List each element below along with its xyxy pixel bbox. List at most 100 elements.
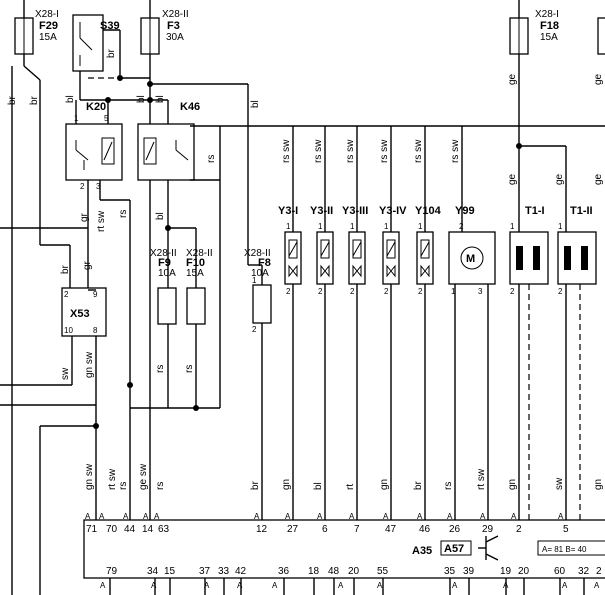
y3iii-pin-2: 2 bbox=[350, 287, 355, 296]
wire-ge-3: ge bbox=[554, 173, 565, 185]
wire-bl-1: bl bbox=[65, 95, 76, 103]
fuse-f8-conn: X28-II bbox=[244, 248, 271, 259]
y3ii-pin-2: 2 bbox=[318, 287, 323, 296]
fuse-f3-conn: X28-II bbox=[162, 9, 189, 20]
wire-gn-1: gn bbox=[281, 479, 292, 490]
wire-rssw-5: rs sw bbox=[413, 139, 424, 163]
pin-bside-a-7: A bbox=[377, 581, 383, 590]
pin-bside-a-11: A bbox=[594, 581, 600, 590]
motor-symbol: M bbox=[466, 253, 475, 265]
x53-pin-8: 8 bbox=[93, 326, 98, 335]
pin-bot-39: 39 bbox=[463, 566, 475, 577]
pin-top-46: 46 bbox=[419, 524, 431, 535]
wire-rssw-2: rs sw bbox=[313, 139, 324, 163]
pin-side-a-1: A bbox=[85, 512, 91, 521]
pin-top-27: 27 bbox=[287, 524, 299, 535]
wire-rs-6: rs bbox=[155, 482, 166, 490]
y104-pin-2: 2 bbox=[418, 287, 423, 296]
pin-top-63: 63 bbox=[158, 524, 170, 535]
wire-rs-3: rs bbox=[155, 365, 166, 373]
transformer-t1-ii bbox=[557, 231, 597, 520]
pin-bot-15: 15 bbox=[164, 566, 176, 577]
pin-side-a-4: A bbox=[143, 512, 149, 521]
pin-side-a-5: A bbox=[154, 512, 160, 521]
wire-br-3: br bbox=[106, 48, 117, 58]
fuse-f18-rating: 15A bbox=[540, 32, 558, 43]
pin-side-a-8: A bbox=[317, 512, 323, 521]
wire-rt-1: rt bbox=[345, 484, 356, 490]
pin-side-a-15: A bbox=[558, 512, 564, 521]
pin-bot-35: 35 bbox=[444, 566, 456, 577]
module-ref-a57: A57 bbox=[444, 543, 464, 555]
pin-bot-37: 37 bbox=[199, 566, 211, 577]
fuse-f29-conn: X28-I bbox=[35, 9, 59, 20]
y3iv-pin-1: 1 bbox=[384, 222, 389, 231]
pin-bside-a-1: A bbox=[100, 581, 106, 590]
k20-pin-3: 3 bbox=[96, 182, 101, 191]
wire-rs-2: rs bbox=[118, 210, 129, 218]
pin-bot-18: 18 bbox=[308, 566, 320, 577]
valve-y104-label: Y104 bbox=[415, 205, 442, 217]
pin-top-5: 5 bbox=[563, 524, 569, 535]
k20-pin-1: 1 bbox=[74, 114, 79, 123]
wire-gn-2: gn bbox=[379, 479, 390, 490]
pin-side-a-11: A bbox=[417, 512, 423, 521]
wire-br-5: br bbox=[250, 480, 261, 490]
valve-y3-iii-label: Y3-III bbox=[342, 205, 368, 217]
module-a35-body bbox=[83, 519, 605, 579]
fuse-f10-conn: X28-II bbox=[186, 248, 213, 259]
pin-bside-a-6: A bbox=[338, 581, 344, 590]
pin-bot-20: 20 bbox=[348, 566, 360, 577]
y104-pin-1: 1 bbox=[418, 222, 423, 231]
pin-bot-2: 2 bbox=[596, 566, 602, 577]
x53-pin-2: 2 bbox=[64, 290, 69, 299]
wire-rssw-4: rs sw bbox=[379, 139, 390, 163]
pin-bot-42: 42 bbox=[235, 566, 247, 577]
fuse-f9-conn: X28-II bbox=[150, 248, 177, 259]
wire-gesw-1: ge sw bbox=[138, 463, 149, 490]
pin-top-2: 2 bbox=[516, 524, 522, 535]
wire-sw-2: sw bbox=[554, 477, 565, 490]
wire-rs-7: rs bbox=[443, 482, 454, 490]
valve-y3-iv bbox=[382, 126, 400, 520]
module-info: A= 81 B= 40 bbox=[542, 545, 587, 554]
y3ii-pin-1: 1 bbox=[318, 222, 323, 231]
wire-sw-1: sw bbox=[60, 367, 71, 380]
wire-ge-5: ge bbox=[593, 173, 604, 185]
fuse-f29-id: F29 bbox=[39, 20, 58, 32]
pin-bot-33: 33 bbox=[218, 566, 230, 577]
pin-side-a-7: A bbox=[285, 512, 291, 521]
fuse-f8-rating: 10A bbox=[251, 268, 269, 279]
wire-rs-4: rs bbox=[184, 365, 195, 373]
module-a35-label: A35 bbox=[412, 545, 432, 557]
wire-bl-3: bl bbox=[155, 95, 166, 103]
fuse-f29-rating: 15A bbox=[39, 32, 57, 43]
wire-gr-1: gr bbox=[79, 212, 90, 222]
pin-bside-a-5: A bbox=[272, 581, 278, 590]
wire-ge-1: ge bbox=[507, 73, 518, 85]
y3i-pin-2: 2 bbox=[286, 287, 291, 296]
pin-bot-34: 34 bbox=[147, 566, 159, 577]
connector-x53-label: X53 bbox=[70, 308, 90, 320]
pin-top-7: 7 bbox=[354, 524, 360, 535]
wire-rtsw-3: rt sw bbox=[476, 468, 487, 490]
valve-y3-ii bbox=[316, 126, 334, 520]
wire-rtsw-1: rt sw bbox=[96, 210, 107, 232]
pin-bside-a-2: A bbox=[151, 581, 157, 590]
fuse-f18-id: F18 bbox=[540, 20, 559, 32]
wire-rtsw-2: rt sw bbox=[107, 468, 118, 490]
relay-k20-label: K20 bbox=[86, 101, 106, 113]
wire-br-2: br bbox=[29, 95, 40, 105]
pin-side-a-2: A bbox=[99, 512, 105, 521]
fuse-f9-id: F9 bbox=[158, 257, 171, 269]
wire-ge-2: ge bbox=[507, 173, 518, 185]
pin-side-a-10: A bbox=[383, 512, 389, 521]
k20-pin-5: 5 bbox=[104, 114, 109, 123]
wire-gn-3: gn bbox=[507, 479, 518, 490]
valve-y104 bbox=[416, 126, 434, 520]
f8-pin-2: 2 bbox=[252, 325, 257, 334]
pin-bot-36: 36 bbox=[278, 566, 290, 577]
wire-rssw-6: rs sw bbox=[450, 139, 461, 163]
pin-side-a-3: A bbox=[123, 512, 129, 521]
transformer-t1-i-label: T1-I bbox=[525, 205, 545, 217]
